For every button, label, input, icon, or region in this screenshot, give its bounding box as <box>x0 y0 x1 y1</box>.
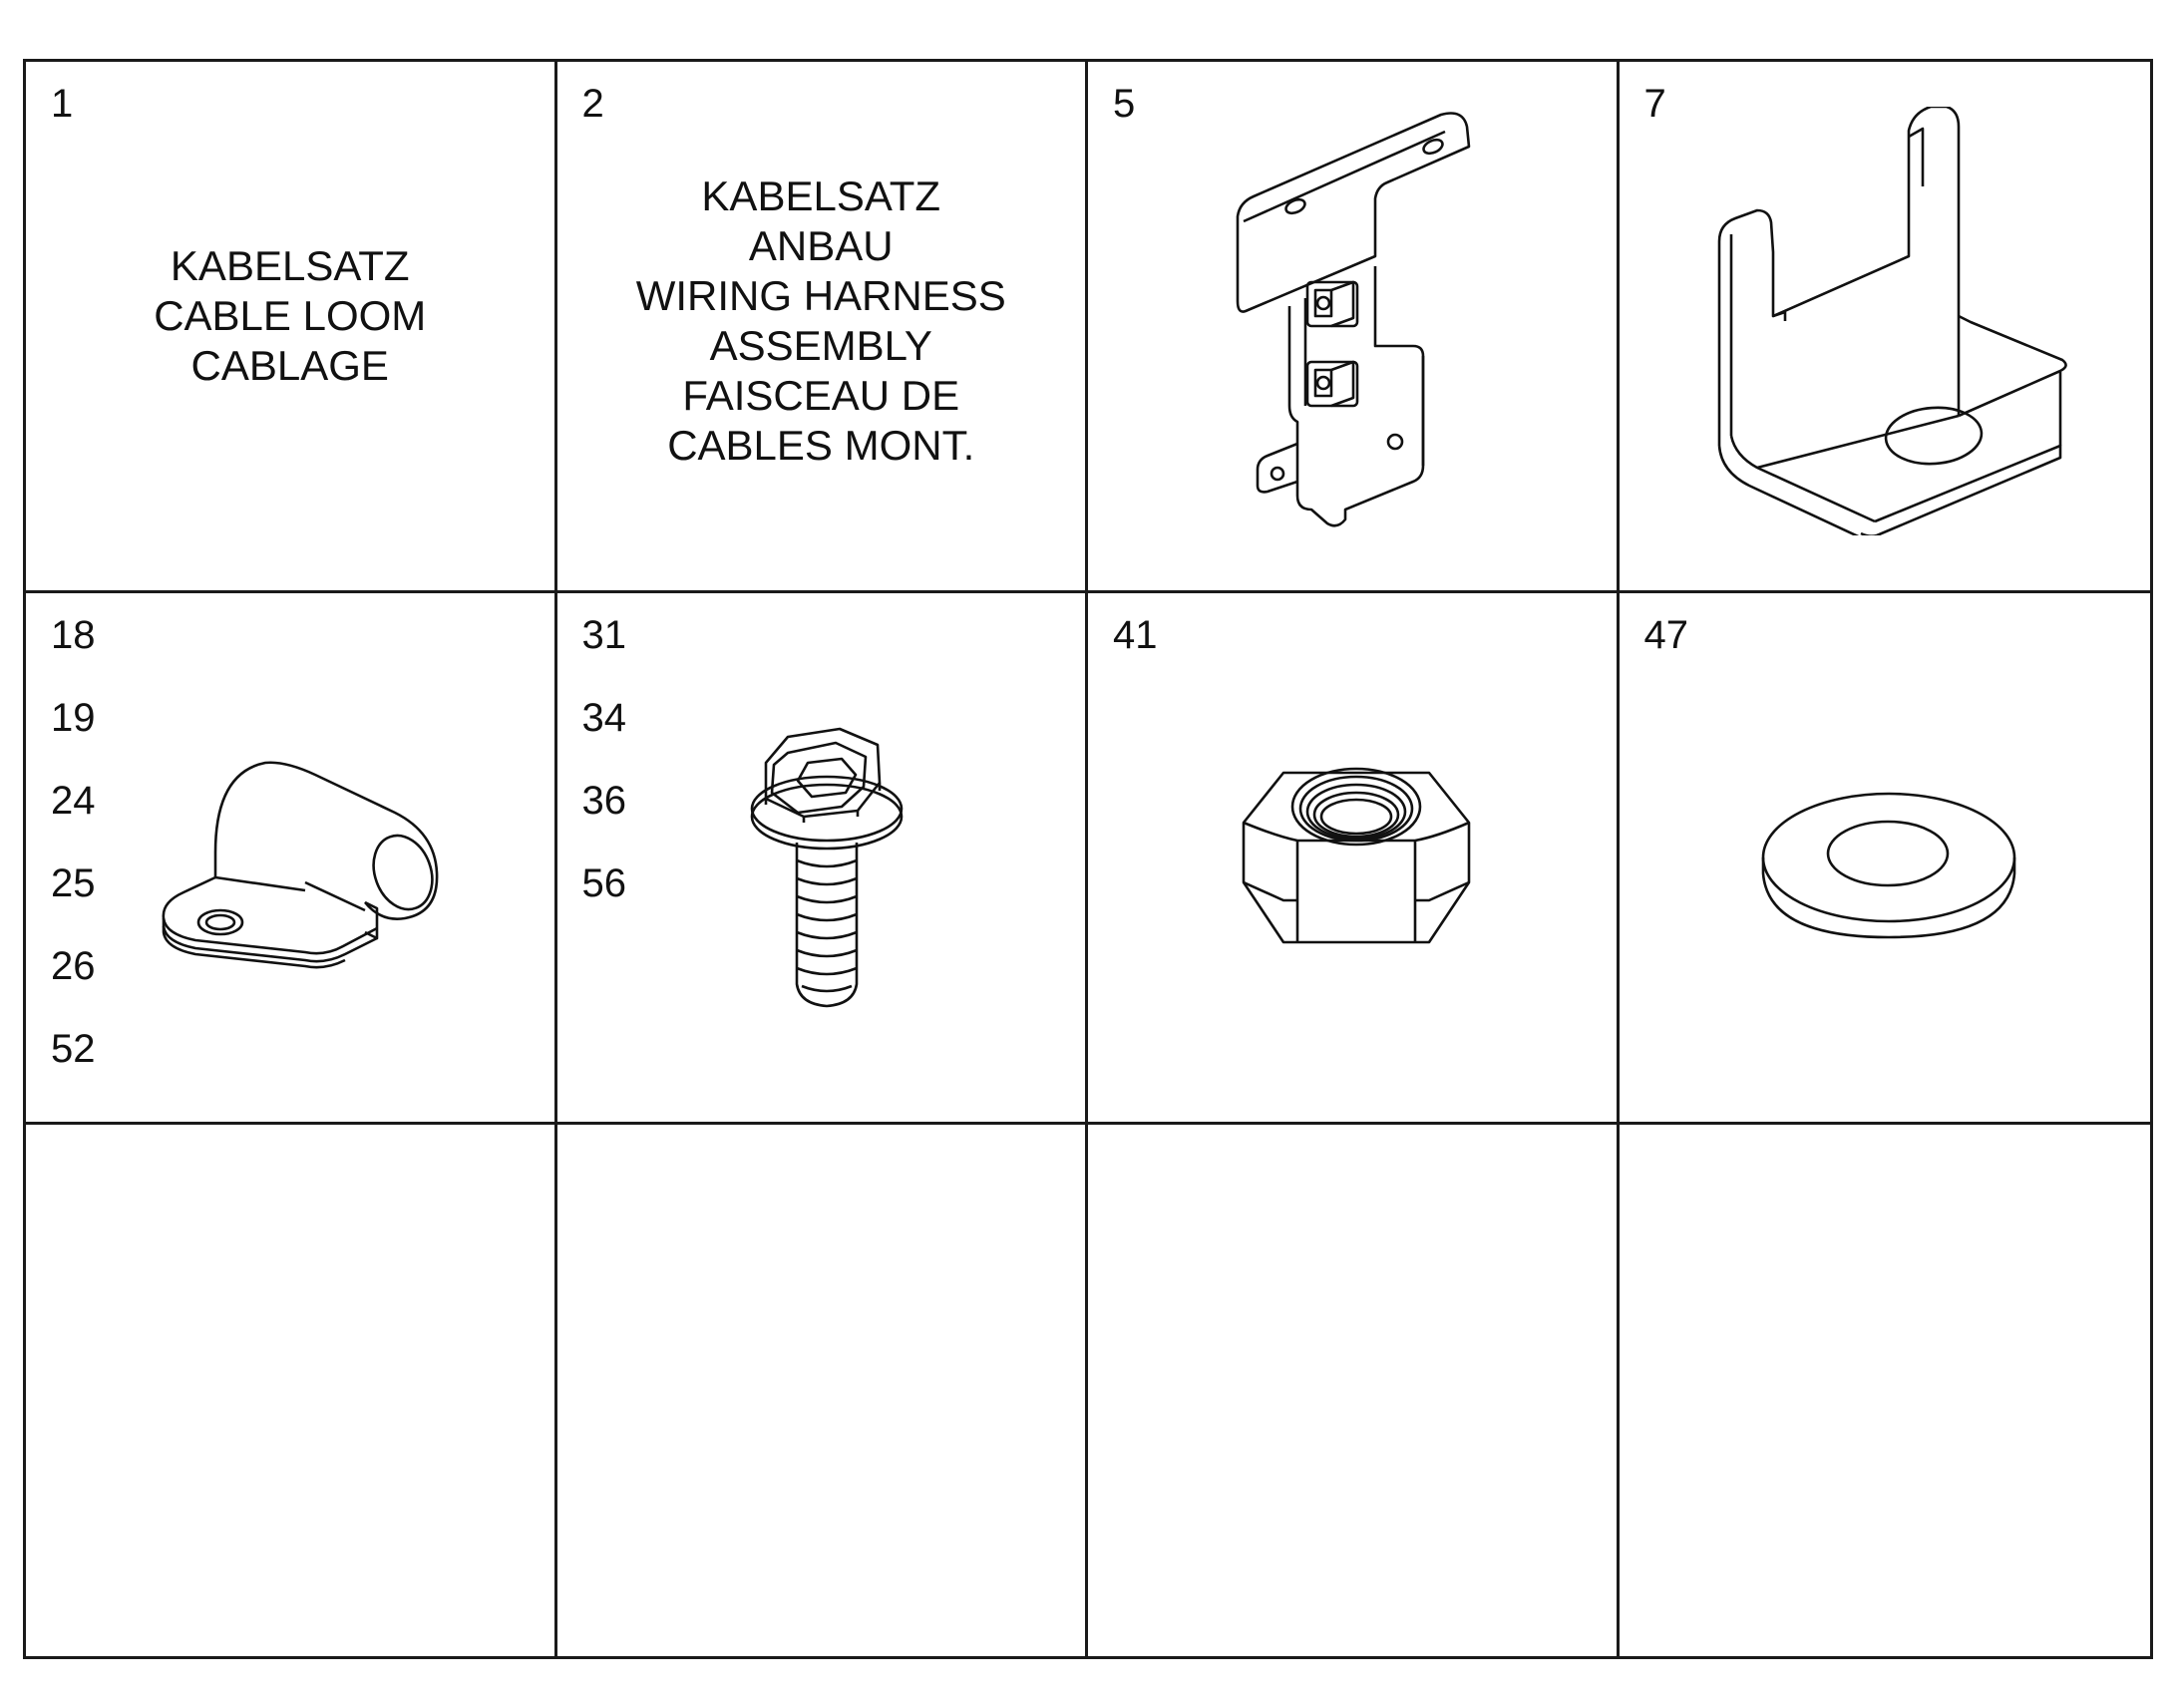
ref-number-list: 31 34 36 56 <box>582 615 627 946</box>
ref-number: 47 <box>1643 613 1689 657</box>
ref-number-list: 18 19 24 25 26 52 <box>51 615 96 1112</box>
item-1-description: KABELSATZ CABLE LOOM CABLAGE <box>26 241 554 391</box>
ref-number: 26 <box>51 944 96 988</box>
ref-number: 1 <box>51 82 74 126</box>
desc-line: WIRING HARNESS <box>635 272 1006 319</box>
parts-grid: 1 KABELSATZ CABLE LOOM CABLAGE 2 KABELSA… <box>23 59 2153 1659</box>
angle-bracket-icon <box>1709 107 2068 535</box>
ref-number: 5 <box>1113 82 1136 126</box>
cell-item-7: 7 <box>1619 62 2150 593</box>
desc-line: ASSEMBLY <box>709 322 932 369</box>
desc-line: KABELSATZ <box>701 172 941 219</box>
cell-item-18: 18 19 24 25 26 52 <box>26 593 557 1125</box>
cell-item-2: 2 KABELSATZ ANBAU WIRING HARNESS ASSEMBL… <box>556 62 1088 593</box>
desc-line: CABLES MONT. <box>667 422 975 469</box>
cell-item-31: 31 34 36 56 <box>556 593 1088 1125</box>
empty-cell <box>26 1125 557 1656</box>
ref-number: 31 <box>581 613 627 657</box>
ref-number: 24 <box>51 779 96 823</box>
empty-cell <box>1620 1125 2151 1656</box>
ref-number: 19 <box>51 696 96 740</box>
cell-item-1: 1 KABELSATZ CABLE LOOM CABLAGE <box>26 62 557 593</box>
cell-item-41: 41 <box>1088 593 1620 1125</box>
mounting-bracket-icon <box>1228 107 1497 535</box>
ref-number: 36 <box>581 779 627 823</box>
ref-number: 18 <box>51 613 96 657</box>
flange-bolt-icon <box>742 723 911 1012</box>
ref-number: 52 <box>51 1027 96 1071</box>
ref-number: 41 <box>1113 613 1158 657</box>
washer-icon <box>1754 788 2023 947</box>
desc-line: ANBAU <box>748 222 894 269</box>
desc-line: FAISCEAU DE <box>682 372 960 419</box>
empty-cell <box>557 1125 1088 1656</box>
ref-number: 34 <box>581 696 627 740</box>
empty-cell <box>1088 1125 1620 1656</box>
desc-line: CABLE LOOM <box>154 292 427 339</box>
item-2-description: KABELSATZ ANBAU WIRING HARNESS ASSEMBLY … <box>557 171 1086 471</box>
ref-number: 2 <box>581 82 604 126</box>
desc-line: KABELSATZ <box>170 242 410 289</box>
cable-clamp-icon <box>156 743 455 1002</box>
ref-number: 7 <box>1643 82 1666 126</box>
cell-item-5: 5 <box>1088 62 1620 593</box>
desc-line: CABLAGE <box>190 342 389 389</box>
ref-number: 56 <box>581 861 627 905</box>
hex-nut-icon <box>1238 753 1477 972</box>
cell-item-47: 47 <box>1619 593 2150 1125</box>
ref-number: 25 <box>51 861 96 905</box>
